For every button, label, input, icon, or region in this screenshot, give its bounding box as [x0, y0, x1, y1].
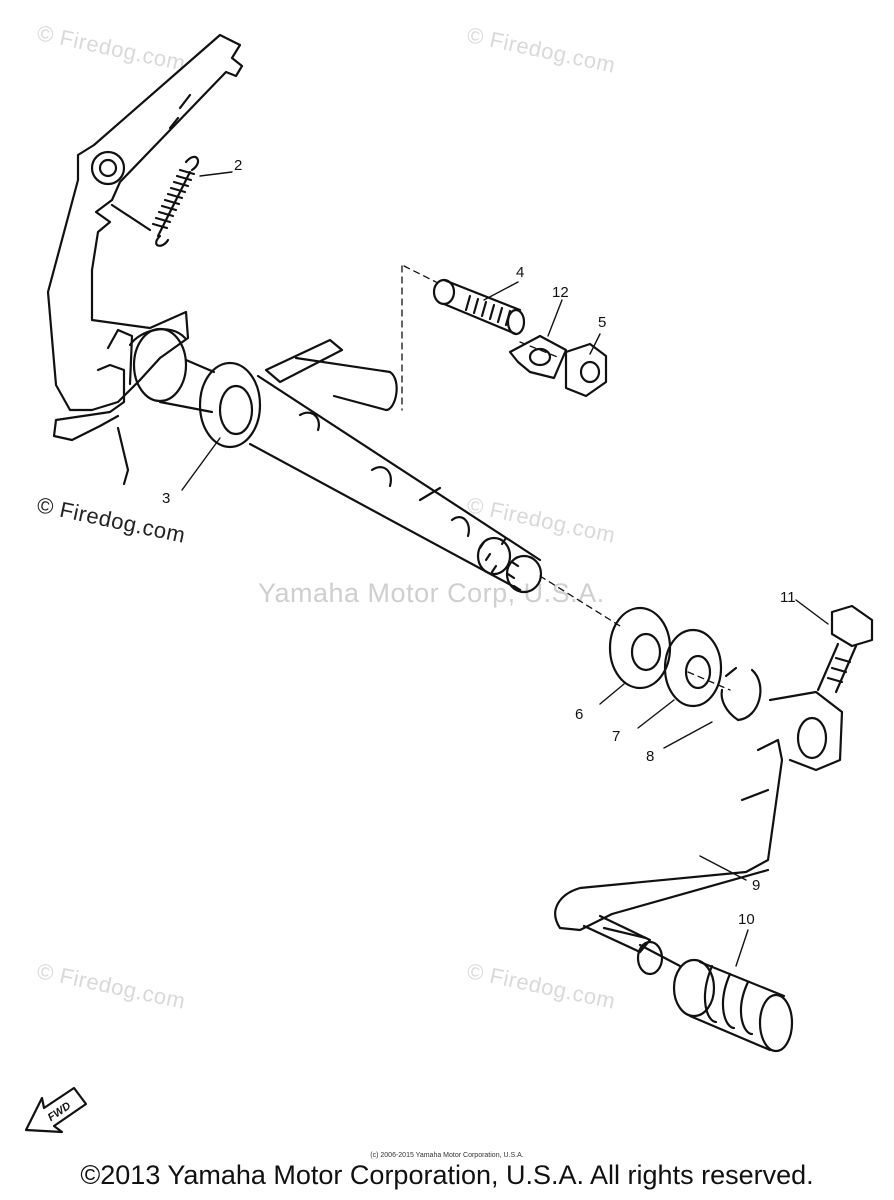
plain-washer	[663, 628, 723, 708]
callout-5: 5	[598, 314, 606, 331]
circlip	[720, 666, 762, 722]
callout-4: 4	[516, 264, 524, 281]
callout-7: 7	[612, 728, 620, 745]
pedal-rubber	[636, 940, 794, 1053]
callout-11: 11	[780, 589, 796, 606]
copyright-notice: ©2013 Yamaha Motor Corporation, U.S.A. A…	[80, 1160, 814, 1190]
shift-shaft	[128, 327, 543, 594]
callout-10: 10	[738, 911, 755, 928]
pinch-bolt	[816, 604, 874, 694]
callout-9: 9	[752, 877, 760, 894]
leader-lines	[181, 171, 829, 967]
callout-12: 12	[552, 284, 569, 301]
callout-6: 6	[575, 706, 583, 723]
callout-3: 3	[162, 490, 170, 507]
hex-nut	[564, 342, 608, 398]
watermark-yamaha: Yamaha Motor Corp, U.S.A.	[258, 578, 605, 608]
callout-2: 2	[234, 157, 242, 174]
return-spring	[110, 155, 200, 247]
lock-washer	[508, 334, 568, 380]
oil-seal	[608, 606, 672, 690]
stopper-bolt	[432, 278, 526, 336]
fwd-arrow-icon	[24, 1086, 88, 1134]
small-print: (c) 2006-2015 Yamaha Motor Corporation, …	[370, 1152, 524, 1159]
callout-8: 8	[646, 748, 654, 765]
shift-arm-bracket	[46, 33, 244, 486]
callout-labels: 2 3 4 12 5 6 7 8 9 10 11 FWD	[46, 157, 796, 1124]
alignment-lines	[401, 265, 731, 691]
shift-pedal	[554, 690, 844, 954]
